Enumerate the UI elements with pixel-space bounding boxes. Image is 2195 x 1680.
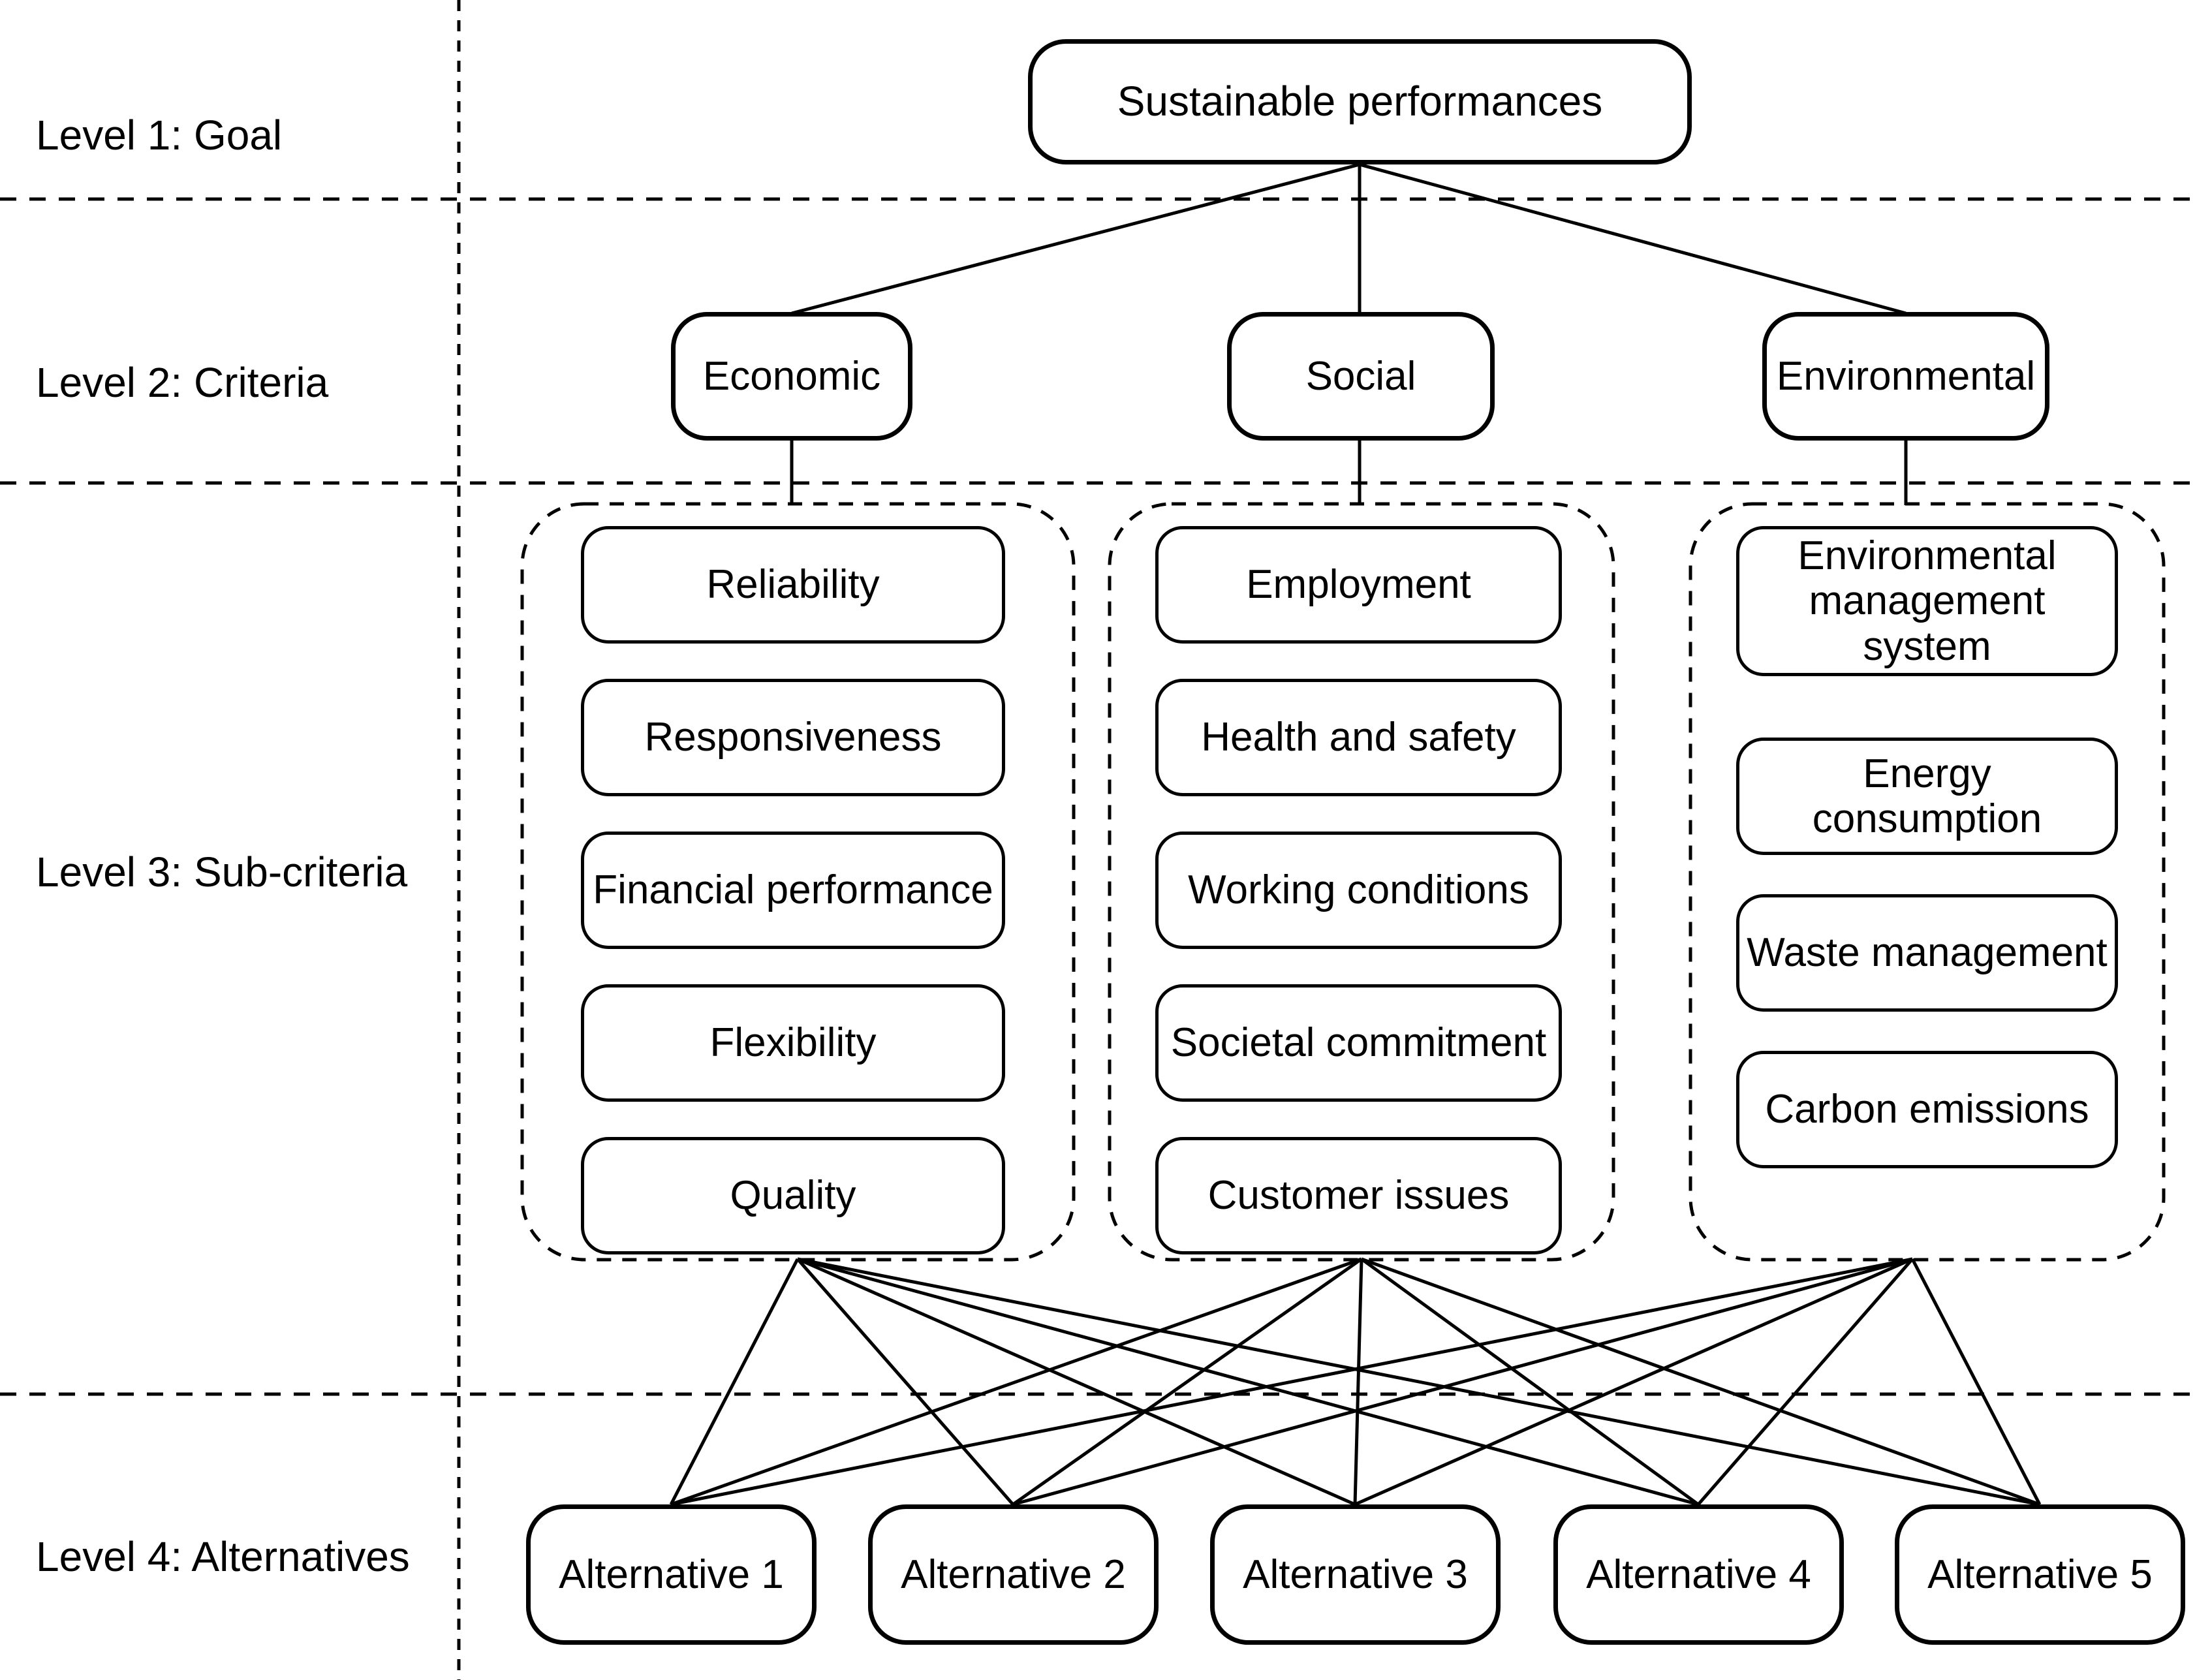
group-2-to-alternative-5-line (1361, 1257, 2040, 1506)
subcriterion-energy-consumption: Energy consumption (1736, 738, 2118, 855)
group-3-to-alternative-2-line (1012, 1257, 1913, 1506)
goal-node: Sustainable performances (1028, 39, 1692, 164)
group-2-to-alternative-3-line (1353, 1258, 1363, 1505)
level-3-label: Level 3: Sub-criteria (36, 848, 408, 895)
environmental-subcriteria-group-outline (1689, 502, 2166, 1262)
alternative-4-node: Alternative 4 (1553, 1504, 1844, 1645)
subcriterion-flexibility: Flexibility (581, 984, 1005, 1102)
alternative-2-node: Alternative 2 (868, 1504, 1159, 1645)
group-1-to-alternative-4-line (797, 1257, 1699, 1506)
group-3-to-alternative-5-line (1910, 1258, 2042, 1506)
subcriterion-societal-commitment: Societal commitment (1155, 984, 1562, 1102)
subcriterion-working-conditions: Working conditions (1155, 832, 1562, 949)
subcriterion-customer-issues: Customer issues (1155, 1137, 1562, 1254)
subcriterion-environmental-management-system: Environmental management system (1736, 526, 2118, 676)
goal-to-criterion-line-3 (1359, 163, 1907, 315)
criterion-social: Social (1227, 312, 1495, 441)
criterion-environmental: Environmental (1762, 312, 2049, 441)
group-2-to-alternative-4-line (1360, 1257, 1700, 1506)
level-4-label: Level 4: Alternatives (36, 1533, 410, 1580)
group-2-to-alternative-1-line (670, 1257, 1362, 1506)
level-2-label: Level 2: Criteria (36, 359, 329, 406)
alternative-5-node: Alternative 5 (1895, 1504, 2185, 1645)
group-3-to-alternative-4-line (1697, 1258, 1914, 1506)
alternative-3-node: Alternative 3 (1210, 1504, 1501, 1645)
group-1-to-alternative-3-line (796, 1257, 1356, 1506)
group-1-to-alternative-5-line (797, 1257, 2040, 1506)
subcriterion-responsiveness: Responsiveness (581, 679, 1005, 796)
social-subcriteria-group-outline (1108, 502, 1615, 1262)
subcriterion-waste-management: Waste management (1736, 894, 2118, 1012)
subcriterion-financial-performance: Financial performance (581, 832, 1005, 949)
group-1-to-alternative-2-line (796, 1258, 1014, 1506)
group-3-to-alternative-3-line (1354, 1257, 1914, 1506)
group-1-to-alternative-1-line (669, 1258, 800, 1506)
subcriterion-employment: Employment (1155, 526, 1562, 644)
subcriterion-reliability: Reliability (581, 526, 1005, 644)
group-3-to-alternative-1-line (670, 1257, 1913, 1506)
subcriterion-quality: Quality (581, 1137, 1005, 1254)
alternative-1-node: Alternative 1 (526, 1504, 817, 1645)
subcriterion-carbon-emissions: Carbon emissions (1736, 1051, 2118, 1168)
criterion-economic: Economic (671, 312, 912, 441)
goal-to-criterion-line-1 (791, 163, 1360, 315)
subcriterion-health-and-safety: Health and safety (1155, 679, 1562, 796)
economic-subcriteria-group-outline (520, 502, 1076, 1262)
group-2-to-alternative-2-line (1012, 1257, 1363, 1506)
level-1-label: Level 1: Goal (36, 112, 283, 159)
